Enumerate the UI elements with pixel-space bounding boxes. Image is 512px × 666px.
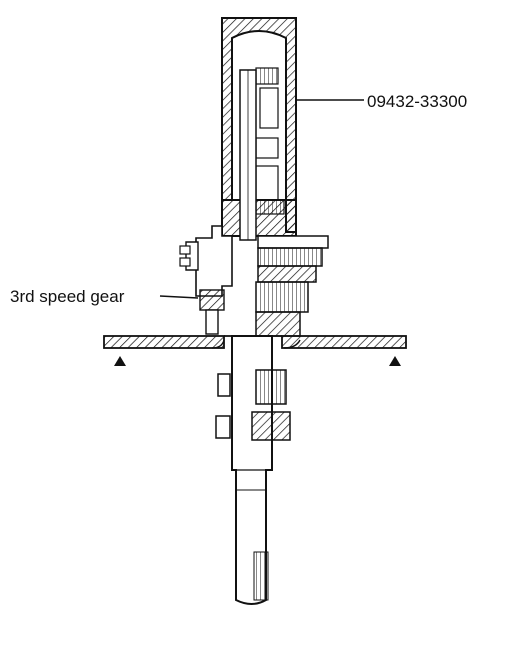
main-shaft (231, 69, 273, 605)
support-triangle-icon (389, 356, 401, 366)
tool-inner-parts (255, 67, 285, 215)
support-plate (103, 335, 407, 349)
gear-cluster (215, 235, 329, 441)
support-triangle-icon (114, 356, 126, 366)
third-speed-gear-assembly (179, 225, 233, 335)
third-speed-gear-label: 3rd speed gear (10, 287, 125, 306)
tool-part-number-label: 09432-33300 (367, 92, 468, 111)
gear-leader-line (159, 295, 199, 299)
